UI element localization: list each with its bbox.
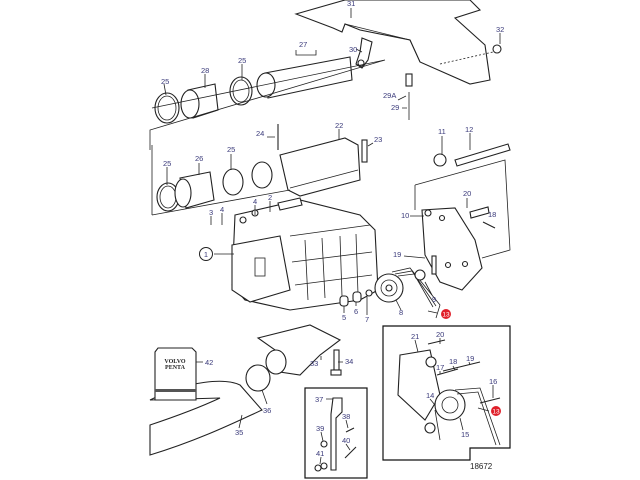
- callout-17[interactable]: 17: [436, 363, 444, 372]
- callout-28[interactable]: 28: [201, 66, 209, 75]
- callout-5[interactable]: 5: [342, 313, 346, 322]
- mounting-bracket: [294, 0, 502, 85]
- callout-35[interactable]: 35: [235, 428, 243, 437]
- callout-30[interactable]: 30: [349, 45, 357, 54]
- callout-4[interactable]: 4: [220, 205, 224, 214]
- callouts: 30 31 32 27 28 25 25 29A 29 24 22 23 11 …: [161, 0, 504, 471]
- callout-21[interactable]: 21: [411, 332, 419, 341]
- callout-11[interactable]: 11: [438, 127, 446, 136]
- lower-hose-group: [151, 145, 291, 216]
- idler-pulley: [339, 267, 441, 319]
- callout-36[interactable]: 36: [263, 406, 271, 415]
- callout-18[interactable]: 18: [449, 357, 457, 366]
- supercharger: [231, 197, 379, 311]
- callout-27[interactable]: 27: [299, 40, 307, 49]
- callout-24[interactable]: 24: [256, 129, 264, 138]
- upper-cover: [277, 124, 511, 197]
- callout-32[interactable]: 32: [496, 25, 504, 34]
- callout-33[interactable]: 33: [310, 359, 318, 368]
- volvo-penta-manual: VOLVO PENTA: [154, 347, 197, 401]
- callout-12[interactable]: 12: [465, 125, 473, 134]
- callout-9[interactable]: 9: [432, 295, 436, 304]
- callout-13[interactable]: 13: [492, 409, 500, 416]
- intake-hose-group: [149, 56, 386, 150]
- callout-40[interactable]: 40: [342, 436, 350, 445]
- callout-18[interactable]: 18: [488, 210, 496, 219]
- callout-25[interactable]: 25: [161, 77, 169, 86]
- callout-19[interactable]: 19: [466, 354, 474, 363]
- callout-42[interactable]: 42: [205, 358, 213, 367]
- callout-29[interactable]: 29: [391, 103, 399, 112]
- callout-3[interactable]: 3: [209, 208, 213, 217]
- callout-13[interactable]: 13: [442, 312, 450, 319]
- callout-10[interactable]: 10: [401, 211, 409, 220]
- callout-26[interactable]: 26: [195, 154, 203, 163]
- callout-29a[interactable]: 29A: [383, 91, 396, 100]
- callout-19[interactable]: 19: [393, 250, 401, 259]
- svg-text:PENTA: PENTA: [165, 365, 186, 371]
- callout-1-circle: [199, 247, 213, 261]
- callout-4[interactable]: 4: [253, 197, 257, 206]
- callout-34[interactable]: 34: [345, 357, 353, 366]
- callout-25[interactable]: 25: [238, 56, 246, 65]
- highlight-13-marker: [441, 309, 451, 319]
- callout-25[interactable]: 25: [227, 145, 235, 154]
- callout-25[interactable]: 25: [163, 159, 171, 168]
- tensioner-inset: [382, 325, 511, 461]
- diagram-reference-number: 18672: [470, 462, 493, 471]
- strap-inset: [304, 387, 368, 479]
- hose-and-clamp: [149, 364, 271, 456]
- callout-41[interactable]: 41: [316, 449, 324, 458]
- callout-20[interactable]: 20: [436, 330, 444, 339]
- belt-bracket: [414, 159, 511, 291]
- callout-15[interactable]: 15: [461, 430, 469, 439]
- leader-lines: [163, 8, 501, 465]
- callout-31[interactable]: 31: [347, 0, 355, 8]
- callout-8[interactable]: 8: [399, 308, 403, 317]
- highlight-13-marker: [491, 406, 501, 416]
- callout-23[interactable]: 23: [374, 135, 382, 144]
- callout-1[interactable]: 1: [204, 250, 208, 259]
- callout-22[interactable]: 22: [335, 121, 343, 130]
- callout-7[interactable]: 7: [365, 315, 369, 324]
- callout-14[interactable]: 14: [426, 391, 434, 400]
- callout-16[interactable]: 16: [489, 377, 497, 386]
- callout-39[interactable]: 39: [316, 424, 324, 433]
- callout-38[interactable]: 38: [342, 412, 350, 421]
- callout-6[interactable]: 6: [354, 307, 358, 316]
- callout-20[interactable]: 20: [463, 189, 471, 198]
- callout-2[interactable]: 2: [268, 193, 272, 202]
- volvo-penta-logo: VOLVO: [164, 359, 186, 365]
- callout-37[interactable]: 37: [315, 395, 323, 404]
- intake-elbow: [256, 324, 342, 376]
